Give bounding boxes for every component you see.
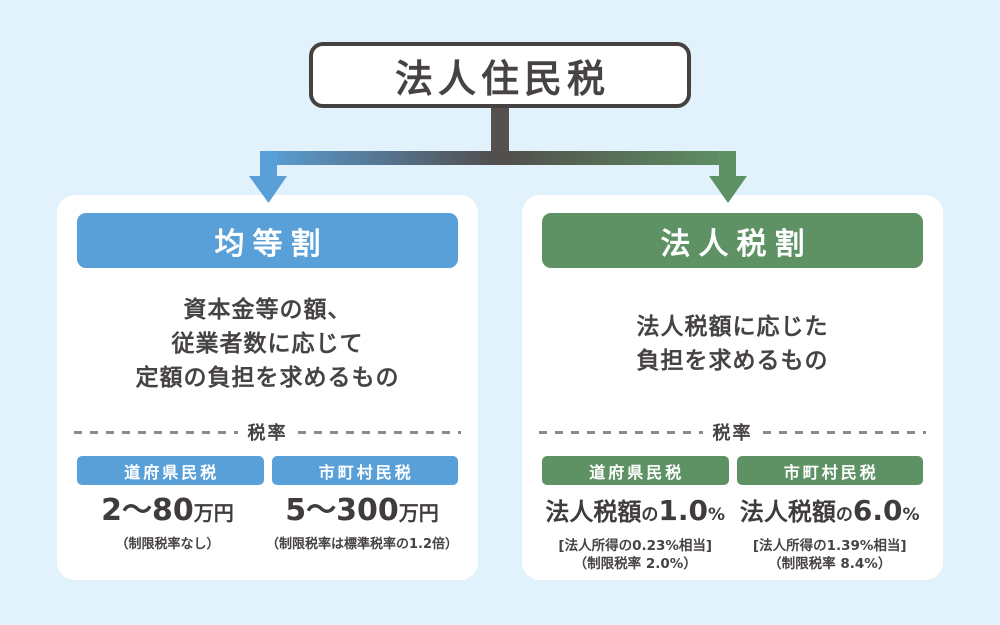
rate-note: （制限税率 2.0%） [573, 556, 697, 572]
per-capita-levy-card: 均等割 資本金等の額、 従業者数に応じて 定額の負担を求めるもの 税率 道府県民… [57, 195, 478, 580]
rate-value-municipal: 5〜300万円 （制限税率は標準税率の1.2倍） [266, 493, 458, 553]
amount-particle: の [835, 505, 853, 525]
amount-range: 5〜300 [285, 493, 399, 528]
right-arrow-arm [719, 151, 736, 179]
dashed-line [297, 430, 461, 434]
rate-divider-label: 税率 [712, 423, 753, 444]
amount-base: 法人税額 [739, 498, 836, 526]
rate-note: （制限税率 8.4%） [768, 556, 892, 572]
rate-note: [法人所得の1.39%相当] [752, 538, 907, 554]
description-line: 資本金等の額、 [183, 297, 352, 323]
card-description-kintowari: 資本金等の額、 従業者数に応じて 定額の負担を求めるもの [57, 268, 478, 420]
prefecture-tax-tag: 道府県民税 [77, 456, 264, 485]
tax-tags-row: 道府県民税 市町村民税 [542, 456, 923, 485]
left-arrow-arm [260, 151, 277, 179]
rate-divider-label: 税率 [247, 423, 288, 444]
amount-number: 1.0 [658, 494, 709, 527]
rate-amount: 法人税額の6.0% [737, 493, 924, 533]
tax-tags-row: 道府県民税 市町村民税 [77, 456, 458, 485]
rate-value-prefecture: 2〜80万円 （制限税率なし） [77, 493, 258, 553]
amount-unit: 万円 [398, 501, 439, 525]
card-description-hojinzeiwari: 法人税額に応じた 負担を求めるもの [522, 268, 943, 420]
description-line: 法人税額に応じた [636, 314, 829, 340]
rate-note: （制限税率なし） [115, 537, 220, 552]
rate-amount: 2〜80万円 [77, 493, 258, 531]
connector-stem [491, 100, 509, 156]
percent-sign: % [708, 505, 726, 525]
percent-sign: % [902, 505, 920, 525]
prefecture-tax-tag: 道府県民税 [542, 456, 729, 485]
amount-particle: の [641, 505, 659, 525]
municipal-tax-tag: 市町村民税 [736, 456, 923, 485]
dashed-line [762, 430, 926, 434]
rate-value-prefecture: 法人税額の1.0% [法人所得の0.23%相当] （制限税率 2.0%） [542, 493, 729, 573]
description-line: 負担を求めるもの [636, 348, 829, 374]
rate-divider: 税率 [74, 420, 461, 444]
rate-amount: 法人税額の1.0% [542, 493, 729, 533]
page-title: 法人住民税 [394, 56, 610, 101]
amount-unit: 万円 [193, 501, 234, 525]
municipal-tax-tag: 市町村民税 [271, 456, 458, 485]
rate-amount: 5〜300万円 [266, 493, 458, 531]
rate-divider: 税率 [539, 420, 926, 444]
description-line: 従業者数に応じて [171, 331, 364, 357]
card-header-hojinzeiwari: 法人税割 [542, 213, 923, 268]
amount-number: 6.0 [852, 494, 903, 527]
amount-range: 2〜80 [101, 493, 194, 528]
dashed-line [74, 430, 238, 434]
rate-note: [法人所得の0.23%相当] [558, 538, 713, 554]
connector-bar [260, 151, 736, 165]
corporate-tax-levy-card: 法人税割 法人税額に応じた 負担を求めるもの 税率 道府県民税 市町村民税 法人… [522, 195, 943, 580]
rate-value-municipal: 法人税額の6.0% [法人所得の1.39%相当] （制限税率 8.4%） [737, 493, 924, 573]
amount-base: 法人税額 [545, 498, 642, 526]
rate-values-row: 法人税額の1.0% [法人所得の0.23%相当] （制限税率 2.0%） 法人税… [542, 493, 923, 573]
dashed-line [539, 430, 703, 434]
title-box: 法人住民税 [309, 42, 691, 108]
rate-note: （制限税率は標準税率の1.2倍） [265, 537, 458, 552]
rate-values-row: 2〜80万円 （制限税率なし） 5〜300万円 （制限税率は標準税率の1.2倍） [77, 493, 458, 553]
card-header-kintowari: 均等割 [77, 213, 458, 268]
description-line: 定額の負担を求めるもの [135, 365, 400, 391]
